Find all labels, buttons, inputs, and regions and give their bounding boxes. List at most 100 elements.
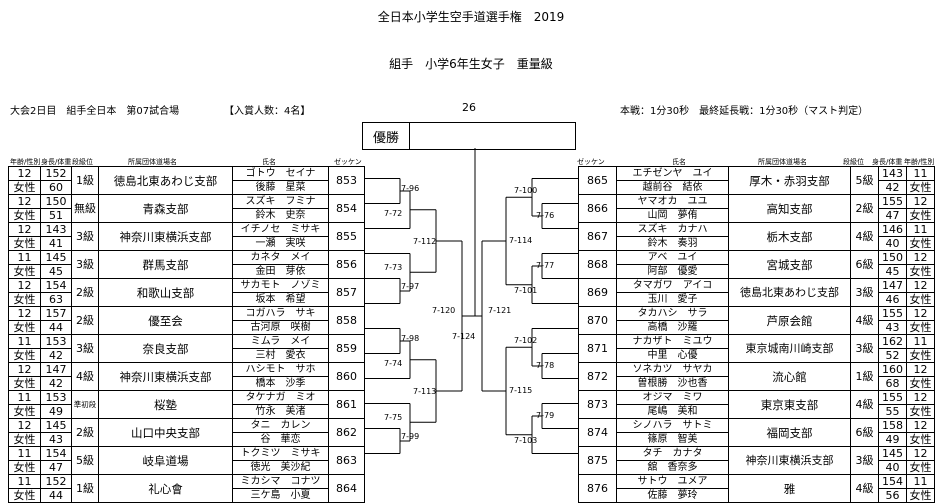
header-age-gender-left: 年齢/性別 [10, 158, 41, 166]
zekken-number: 858 [328, 306, 365, 335]
match-label: 7-72 [384, 209, 402, 218]
rank: 1級 [850, 362, 879, 391]
dojo: 山口中央支部 [98, 418, 233, 447]
match-label: 7-96 [401, 184, 419, 193]
dojo: 宮城支部 [728, 250, 851, 279]
player-name: 三ケ島 小夏 [232, 488, 329, 503]
dojo: 和歌山支部 [98, 278, 233, 307]
dojo: 厚木・赤羽支部 [728, 166, 851, 195]
match-label: 7-97 [401, 282, 419, 291]
zekken-number: 864 [328, 474, 365, 503]
zekken-number: 853 [328, 166, 365, 195]
header-height-weight-right: 身長/体重 [872, 158, 903, 166]
zekken-number: 870 [578, 306, 617, 335]
header-rank-left: 段級位 [72, 158, 93, 166]
header-zekken-left: ゼッケン [334, 158, 362, 166]
match-label: 7-115 [509, 386, 532, 395]
zekken-number: 863 [328, 446, 365, 475]
zekken-number: 862 [328, 418, 365, 447]
match-label: 7-73 [384, 263, 402, 272]
rank: 準初段 [71, 390, 99, 419]
player-name: 佐藤 夢玲 [616, 488, 729, 503]
match-label: 7-76 [536, 211, 554, 220]
zekken-number: 868 [578, 250, 617, 279]
match-label: 7-121 [488, 306, 511, 315]
prize-count: 【入賞人数：4名】 [224, 106, 311, 117]
rank: 無級 [71, 194, 99, 223]
rank: 2級 [71, 306, 99, 335]
zekken-number: 854 [328, 194, 365, 223]
rank: 5級 [850, 166, 879, 195]
age: 12 [906, 306, 935, 321]
zekken-number: 874 [578, 418, 617, 447]
rank: 4級 [850, 474, 879, 503]
match-label: 7-98 [401, 334, 419, 343]
rank: 1級 [71, 166, 99, 195]
venue-info: 大会2日目 組手全日本 第07試合場 [10, 106, 180, 117]
rank: 3級 [71, 334, 99, 363]
match-label: 7-102 [514, 336, 537, 345]
rank: 4級 [850, 222, 879, 251]
match-label: 7-99 [401, 432, 419, 441]
match-label: 7-74 [384, 359, 402, 368]
dojo: 岐阜道場 [98, 446, 233, 475]
match-label: 7-101 [514, 286, 537, 295]
header-rank-right: 段級位 [843, 158, 864, 166]
header-dojo-right: 所属団体道場名 [758, 158, 807, 166]
match-label: 7-75 [384, 413, 402, 422]
match-label: 7-79 [536, 411, 554, 420]
match-label: 7-103 [514, 436, 537, 445]
rank: 5級 [71, 446, 99, 475]
page-title: 全日本小学生空手道選手権 2019 [377, 10, 565, 24]
time-rule: 本戦：1分30秒 最終延長戦：1分30秒（マスト判定） [620, 106, 869, 117]
gender: 女性 [906, 488, 935, 503]
match-label: 7-112 [413, 237, 436, 246]
dojo: 高知支部 [728, 194, 851, 223]
winner-label: 優勝 [363, 123, 410, 149]
dojo: 徳島北東あわじ支部 [98, 166, 233, 195]
match-label: 7-120 [432, 306, 455, 315]
zekken-number: 860 [328, 362, 365, 391]
weight: 60 [40, 180, 72, 195]
header-name-left: 氏名 [262, 158, 276, 166]
zekken-number: 869 [578, 278, 617, 307]
rank: 3級 [850, 278, 879, 307]
weight: 44 [40, 488, 72, 503]
winner-box: 優勝 [362, 122, 576, 150]
header-dojo-left: 所属団体道場名 [128, 158, 177, 166]
match-label: 7-78 [536, 361, 554, 370]
dojo: 礼心會 [98, 474, 233, 503]
dojo: 雅 [728, 474, 851, 503]
zekken-number: 857 [328, 278, 365, 307]
header-name-right: 氏名 [672, 158, 686, 166]
header-height-weight-left: 身長/体重 [41, 158, 72, 166]
tournament-bracket: 7-96 7-97 7-98 7-99 7-72 7-73 7-74 7-75 7-112 7-1… [364, 148, 578, 454]
header-zekken-right: ゼッケン [577, 158, 605, 166]
